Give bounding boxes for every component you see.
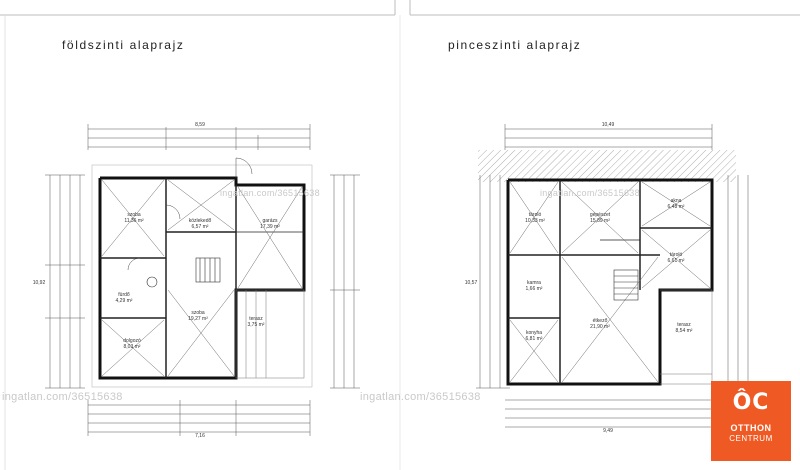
ground-dimensions-bottom bbox=[87, 400, 311, 436]
dimension-label: 10,49 bbox=[601, 122, 615, 128]
ground-floor-title: földszinti alaprajz bbox=[62, 38, 185, 52]
dimension-label: 10,57 bbox=[464, 280, 478, 286]
soil-hatch bbox=[478, 150, 736, 182]
dimension-label: 10,92 bbox=[32, 280, 46, 286]
ground-dimensions-top bbox=[87, 124, 311, 150]
logo-text-otthon: OTTHON bbox=[730, 423, 772, 433]
dimension-label: 7,16 bbox=[195, 433, 205, 439]
basement-internal-walls bbox=[508, 180, 712, 384]
ground-stairs bbox=[195, 257, 221, 283]
ground-room-crosses bbox=[101, 179, 303, 377]
basement-room-crosses bbox=[509, 181, 711, 383]
dimension-label: 8,59 bbox=[195, 122, 205, 128]
basement-dimensions bbox=[476, 124, 752, 428]
ground-dimensions-sides bbox=[45, 174, 360, 389]
otthon-centrum-logo: ÔC OTTHON CENTRUM bbox=[711, 381, 791, 461]
watermark-text: ingatlan.com/36515638 bbox=[360, 391, 481, 403]
ground-internal-walls bbox=[100, 178, 304, 378]
basement-stairs bbox=[613, 269, 639, 301]
ground-floor-plan bbox=[45, 124, 360, 436]
ground-terrace bbox=[235, 289, 305, 379]
bathtub-icon bbox=[146, 276, 158, 288]
logo-mark: ÔC bbox=[732, 390, 770, 415]
logo-text-centrum: CENTRUM bbox=[729, 434, 773, 443]
watermark-text: ingatlan.com/36515638 bbox=[540, 188, 640, 198]
dimension-label: 9,49 bbox=[603, 428, 613, 434]
basement-floor-plan bbox=[476, 124, 752, 428]
watermark-text: ingatlan.com/36515638 bbox=[2, 391, 123, 403]
basement-floor-title: pinceszinti alaprajz bbox=[448, 38, 582, 52]
watermark-text: ingatlan.com/36515638 bbox=[220, 188, 320, 198]
basement-terrace bbox=[660, 289, 713, 385]
ground-doors bbox=[127, 157, 253, 271]
